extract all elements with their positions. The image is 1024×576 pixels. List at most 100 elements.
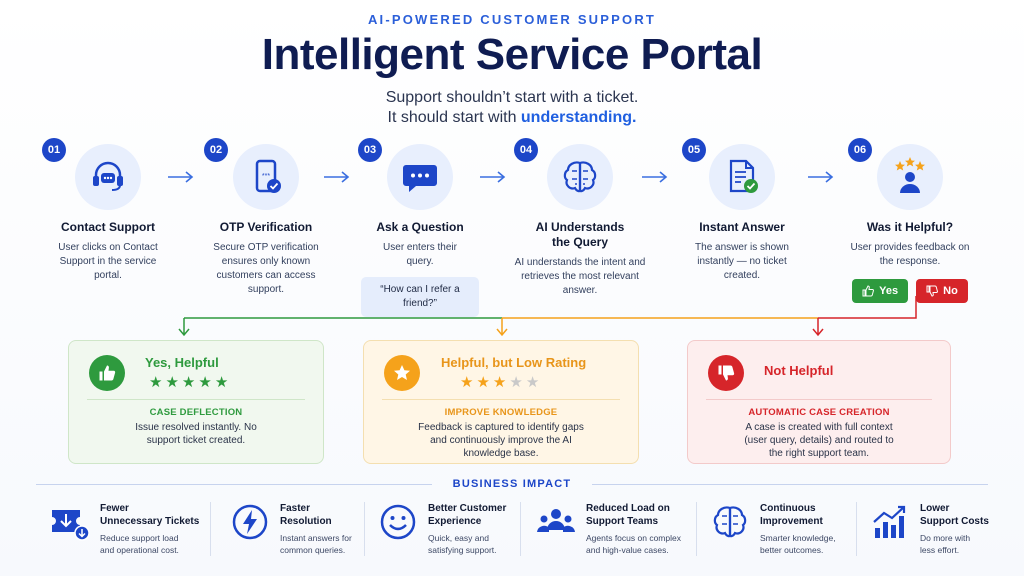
step-desc: Secure OTP verification ensures only kno… (213, 242, 319, 295)
page-title: Intelligent Service Portal (261, 30, 763, 79)
outcome-desc: Feedback is captured to identify gaps an… (418, 422, 584, 459)
outcome-yes-helpful: Yes, Helpful ★★★★★ CASE DEFLECTION Issue… (68, 340, 324, 464)
impact-title-line: Better Customer (428, 503, 507, 514)
page-subtitle: Support shouldn’t start with a ticket. I… (0, 88, 1024, 128)
lightning-icon (232, 504, 268, 540)
step-otp-verification: 02 *** OTP Verification Secure OTP verif… (186, 138, 346, 297)
thumbs-up-icon (89, 355, 125, 391)
feedback-yes-label: Yes (879, 285, 899, 297)
thumbs-down-icon (708, 355, 744, 391)
impact-desc-line: Smarter knowledge, (760, 533, 836, 543)
impact-separator (696, 502, 697, 556)
arrow-down-icon (496, 318, 508, 337)
impact-title-line: Continuous (760, 503, 816, 514)
impact-separator (364, 502, 365, 556)
rating-star-icon: ★ (181, 374, 199, 391)
arrow-right-icon (642, 171, 668, 183)
outcome-label: AUTOMATIC CASE CREATION (748, 407, 890, 418)
svg-text:***: *** (262, 173, 270, 180)
impact-rule-left (36, 484, 432, 485)
divider (382, 399, 620, 400)
step-title: Was it Helpful? (866, 220, 954, 234)
ticket-down-icon (52, 510, 90, 541)
step-title: AI Understands the Query (500, 220, 660, 250)
feedback-no-button[interactable]: No (916, 279, 968, 303)
impact-desc-line: and operational cost. (100, 545, 179, 555)
step-number: 06 (848, 138, 872, 162)
step-title: Ask a Question (376, 220, 464, 234)
arrow-down-icon (812, 318, 824, 337)
step-number: 02 (204, 138, 228, 162)
smiley-icon (380, 504, 416, 540)
chat-bubble-icon (387, 144, 453, 210)
impact-desc-line: common queries. (280, 545, 346, 555)
outcome-low-rating: Helpful, but Low Rating ★★★★★ IMPROVE KN… (363, 340, 639, 464)
step-number: 05 (682, 138, 706, 162)
impact-title-line: Unnecessary Tickets (100, 516, 200, 527)
impact-desc-line: Instant answers for (280, 533, 352, 543)
impact-title-line: Experience (428, 516, 482, 527)
impact-title-line: Resolution (280, 516, 332, 527)
rating-star-icon: ★ (492, 374, 510, 391)
impact-title-line: Faster (280, 503, 311, 514)
impact-desc-line: Do more with (920, 533, 971, 543)
outcome-not-helpful: Not Helpful AUTOMATIC CASE CREATION A ca… (687, 340, 951, 464)
rating-star-icon: ★ (214, 374, 232, 391)
outcome-rating: ★★★★★ (460, 373, 542, 391)
impact-desc-line: and high-value cases. (586, 545, 669, 555)
step-number: 03 (358, 138, 382, 162)
rating-star-icon: ★ (198, 374, 215, 391)
impact-heading: BUSINESS IMPACT (452, 478, 572, 490)
thumbs-down-icon (926, 285, 939, 297)
headset-icon (75, 144, 141, 210)
impact-title-line: Reduced Load on (586, 503, 670, 514)
divider (706, 399, 932, 400)
thumbs-up-icon (862, 285, 875, 297)
arrow-right-icon (480, 171, 506, 183)
rating-star-icon: ★ (149, 374, 166, 391)
step-contact-support: 01 Contact Support User clicks on Contac… (28, 138, 188, 283)
outcome-rating: ★★★★★ (149, 373, 231, 391)
divider (87, 399, 305, 400)
step-desc: AI understands the intent and retrieves … (514, 257, 646, 296)
step-ai-understands: 04 AI Understands the Query AI understan… (500, 138, 660, 298)
chart-up-icon (873, 505, 906, 538)
impact-separator (520, 502, 521, 556)
step-ask-question: 03 Ask a Question User enters their quer… (340, 138, 500, 317)
arrow-right-icon (324, 171, 350, 183)
document-check-icon (709, 144, 775, 210)
star-icon (384, 355, 420, 391)
rating-star-icon: ★ (165, 374, 182, 391)
subtitle-accent: understanding. (520, 109, 637, 126)
step-desc: User clicks on Contact Support in the se… (58, 242, 158, 281)
rating-star-icon: ★ (509, 374, 526, 391)
outcome-label: CASE DEFLECTION (149, 407, 243, 418)
user-rating-icon (877, 144, 943, 210)
step-title: OTP Verification (219, 220, 313, 234)
step-title: Contact Support (61, 220, 155, 234)
feedback-yes-button[interactable]: Yes (852, 279, 909, 303)
outcome-title: Not Helpful (764, 363, 834, 378)
impact-separator (856, 502, 857, 556)
arrow-right-icon (808, 171, 834, 183)
impact-desc-line: Quick, easy and (428, 533, 489, 543)
outcome-title: Yes, Helpful (145, 355, 219, 370)
brain-icon (713, 506, 747, 538)
feedback-no-label: No (943, 285, 958, 297)
subtitle-prefix: It should start with (387, 109, 521, 126)
impact-desc: Smarter knowledge,better outcomes. (760, 532, 836, 556)
step-desc: The answer is shown instantly — no ticke… (695, 242, 789, 281)
step-was-it-helpful: 06 Was it Helpful? User provides feedbac… (830, 138, 990, 303)
team-icon (537, 509, 575, 532)
